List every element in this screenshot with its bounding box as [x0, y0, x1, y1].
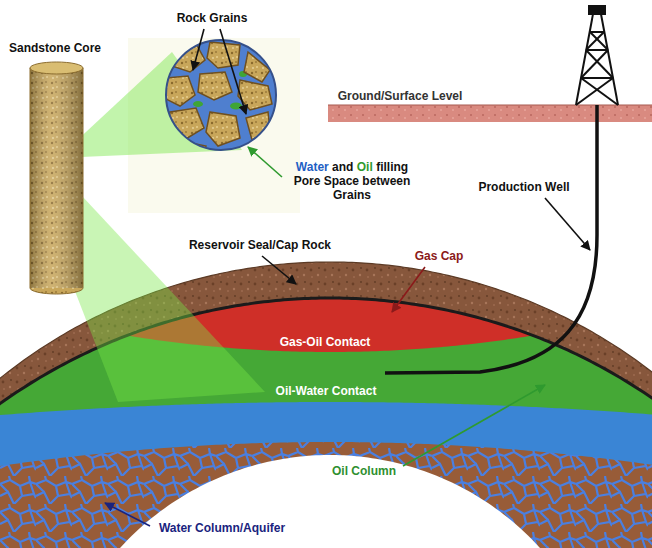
callout-label: Oil-Water Contact — [276, 384, 377, 398]
core-shade — [30, 68, 83, 288]
leader-arrow — [248, 147, 282, 177]
leader-arrow — [193, 29, 204, 70]
leader-arrows — [105, 29, 590, 526]
callout-label: Production Well — [478, 180, 569, 194]
core-outline — [30, 68, 83, 294]
core-top — [30, 62, 83, 74]
callout-label: Water Column/Aquifer — [159, 521, 285, 535]
callout-label: Sandstone Core — [9, 41, 101, 55]
pore-oil — [230, 103, 242, 110]
pore-water — [160, 35, 285, 160]
derrick-brace — [586, 32, 604, 50]
grain — [244, 52, 270, 82]
callout-label: Ground/Surface Level — [338, 89, 463, 103]
grain — [206, 112, 240, 146]
label-word: Water — [296, 160, 329, 174]
callout-label: Water and Oil filling Pore Space between… — [285, 160, 420, 202]
derrick-brace — [576, 78, 613, 105]
background-void — [0, 455, 652, 548]
derrick-brace — [586, 50, 613, 78]
grain — [198, 72, 232, 100]
callout-label: Gas Cap — [415, 249, 464, 263]
sandstone-core — [30, 62, 83, 294]
derrick-leg — [601, 14, 618, 105]
callout-label: Oil Column — [332, 464, 396, 478]
leader-arrow — [220, 29, 246, 114]
leader-arrow — [545, 198, 590, 250]
callout-label: Rock Grains — [177, 11, 248, 25]
derrick-brace — [590, 32, 608, 50]
magnifier-ring — [166, 40, 276, 150]
core-body — [30, 68, 83, 288]
callout-label: Reservoir Seal/Cap Rock — [189, 238, 331, 252]
derrick-brace — [581, 78, 618, 105]
derrick-brace — [586, 49, 608, 51]
aquifer-zone — [0, 442, 652, 548]
water-zone — [0, 402, 652, 548]
well-bore — [385, 105, 597, 373]
ground-strip — [328, 105, 652, 122]
grain — [207, 42, 240, 68]
leader-arrow — [403, 385, 545, 466]
derrick-brace — [581, 50, 608, 78]
label-word: Oil — [357, 160, 373, 174]
pore-oil — [193, 101, 203, 107]
magnified-pores — [160, 35, 285, 160]
leader-arrow — [105, 503, 150, 526]
derrick-leg — [576, 14, 593, 105]
callout-label: Gas-Oil Contact — [280, 335, 371, 349]
leader-arrow — [262, 256, 296, 284]
derrick-crown — [589, 6, 605, 14]
ground-edge — [328, 104, 652, 105]
derrick — [576, 6, 618, 105]
leader-arrow — [392, 267, 425, 312]
derrick-brace — [581, 77, 613, 79]
core-beam — [52, 196, 265, 402]
